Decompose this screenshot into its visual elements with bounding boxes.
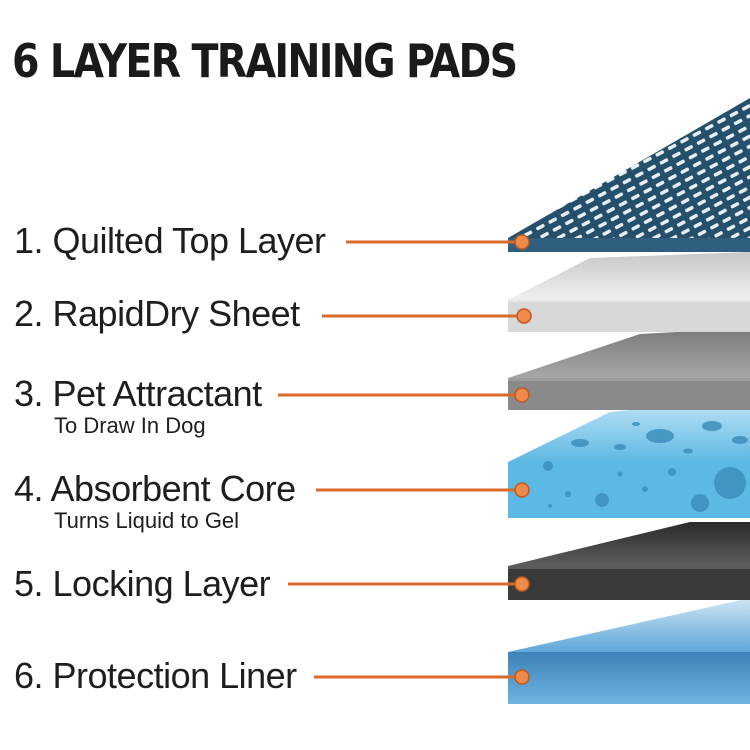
layer-6-shape (508, 598, 750, 704)
layer-5-title: 5. Locking Layer (14, 563, 271, 604)
leader-4 (316, 482, 530, 498)
leader-5 (288, 576, 530, 592)
layer-1-title: 1. Quilted Top Layer (14, 220, 326, 261)
layer-2-shape (508, 252, 750, 332)
leader-4-dot (514, 482, 530, 498)
layer-4-title: 4. Absorbent Core (14, 468, 296, 509)
absorbent-bubbles (543, 421, 748, 512)
layer-3-shape (508, 328, 750, 410)
leader-2 (322, 308, 532, 324)
layer-4-label: 4. Absorbent Core Turns Liquid to Gel (14, 469, 296, 533)
diagram-title: 6 LAYER TRAINING PADS (12, 34, 518, 88)
layer-4-subtitle: Turns Liquid to Gel (54, 508, 240, 533)
leader-3-dot (514, 387, 530, 403)
layer-1-shape (508, 98, 750, 252)
leader-6 (314, 669, 530, 685)
leader-2-dot (516, 308, 532, 324)
layer-5-label: 5. Locking Layer (14, 563, 271, 604)
layer-2-label: 2. RapidDry Sheet (14, 294, 300, 334)
layer-6-label: 6. Protection Liner (14, 656, 297, 696)
leader-lines (278, 234, 532, 685)
leader-1-dot (514, 234, 530, 250)
layer-3-label: 3. Pet Attractant To Draw In Dog (14, 374, 262, 438)
layer-5-shape (508, 522, 750, 600)
layer-1-label: 1. Quilted Top Layer (14, 221, 326, 261)
layer-4-shape (508, 398, 750, 518)
leader-3 (278, 387, 530, 403)
layer-3-subtitle: To Draw In Dog (54, 413, 206, 438)
leader-1 (346, 234, 530, 250)
layer-6-title: 6. Protection Liner (14, 655, 297, 696)
leader-5-dot (514, 576, 530, 592)
leader-6-dot (514, 669, 530, 685)
layer-2-title: 2. RapidDry Sheet (14, 293, 300, 334)
layer-3-title: 3. Pet Attractant (14, 373, 262, 414)
